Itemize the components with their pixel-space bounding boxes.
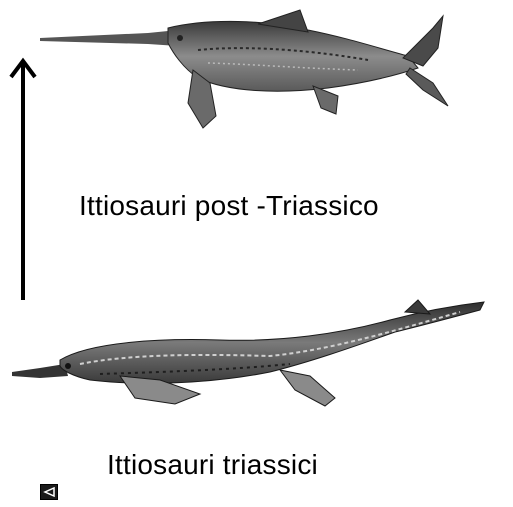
caption-triassic: Ittiosauri triassici	[107, 449, 318, 481]
previous-slide-button[interactable]	[40, 484, 58, 500]
triassic-ichthyosaur-image	[10, 298, 490, 416]
arrow-up-icon	[6, 55, 40, 305]
triangle-left-icon	[43, 487, 55, 497]
post-triassic-ichthyosaur-image	[38, 8, 478, 133]
caption-post-triassic: Ittiosauri post -Triassico	[79, 190, 379, 222]
